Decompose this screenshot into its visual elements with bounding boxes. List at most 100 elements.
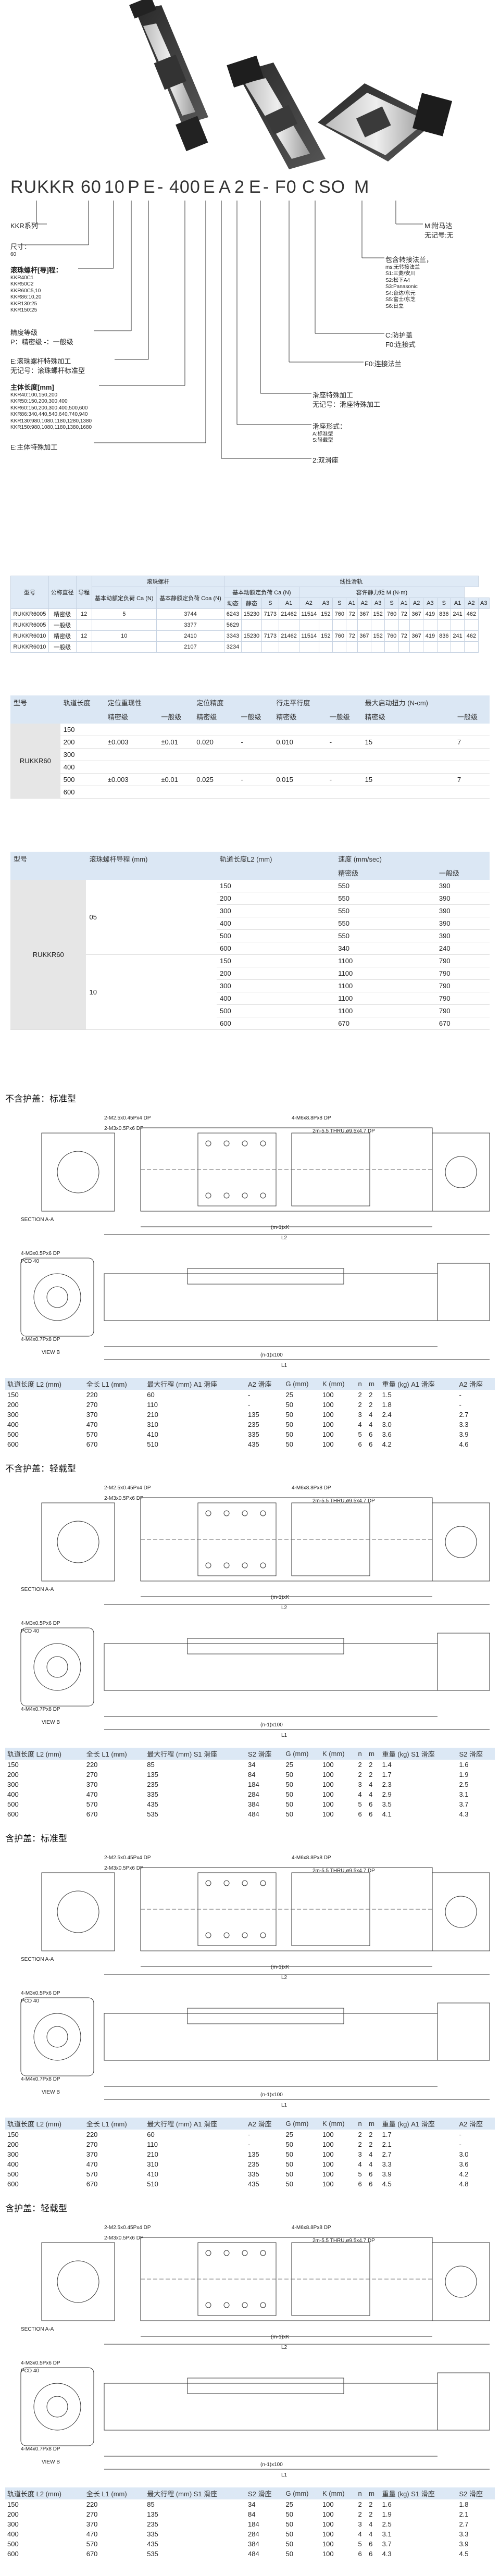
list-item: S3:Panasonic (385, 284, 418, 290)
table-cell: 270 (84, 1400, 145, 1410)
label-slide-special: 滑座特殊加工无记号：滑座特殊加工 (312, 391, 381, 408)
drawing-label: (n-1)x100 (260, 2462, 283, 2468)
subheader-cell (86, 866, 217, 880)
table-cell: 310 (145, 2159, 246, 2169)
length-cell: 150 (60, 724, 105, 736)
table-cell: 300 (5, 1779, 84, 1789)
table-cell: 241 (450, 608, 465, 620)
table-cell: 3.9 (457, 2539, 495, 2549)
table-cell: 400 (217, 992, 335, 1005)
header-cell (435, 852, 490, 866)
table-cell: 2.3 (380, 1779, 457, 1789)
header-cell: 定位精度 (193, 695, 238, 710)
header-cell: 轨道长度 L2 (mm) (5, 2487, 84, 2499)
list-item: KKR60:150,200,300,400,500,600 (10, 405, 88, 411)
table-cell: 6 (367, 1809, 380, 1819)
table-cell: - (245, 2130, 284, 2139)
header-cell: 最大启动扭力 (N-cm) (361, 695, 455, 710)
subheader-cell: A2 (298, 598, 319, 609)
subheader-cell: 静态 (241, 598, 262, 609)
drawing-label: PCD 40 (21, 1259, 40, 1264)
subheader-cell: A3 (318, 598, 333, 609)
table-cell: 235 (245, 1420, 284, 1429)
table-cell: 3343 (224, 630, 242, 642)
table-cell: 3.9 (380, 2169, 457, 2179)
table-cell (346, 641, 358, 653)
table-cell: - (457, 2139, 495, 2149)
table-cell: 300 (5, 2519, 84, 2529)
section-title: 含护盖：标准型 (5, 1834, 67, 1844)
label-slide-count: 2:双滑座 (312, 456, 339, 464)
table-cell: 4.3 (380, 2549, 457, 2559)
table-cell: - (245, 1390, 284, 1400)
drawing-label: L1 (281, 2472, 288, 2478)
table-cell: 50 (283, 2519, 320, 2529)
th-lead: 导程 (76, 576, 92, 609)
table-cell: 150 (5, 1390, 84, 1400)
table-cell: 3.3 (457, 2529, 495, 2539)
table-cell (104, 786, 158, 799)
header-cell: n (356, 2118, 367, 2130)
table-cell: 2.5 (457, 1779, 495, 1789)
table-cell: 3.6 (457, 2159, 495, 2169)
dimension-drawing (20, 1867, 490, 2100)
header-cell: K (mm) (320, 2487, 356, 2499)
model-cell: RUKKR60 (10, 724, 60, 799)
model-cell: RUKKR60 (10, 880, 86, 1030)
drawing-label: PCD 40 (21, 1998, 40, 2004)
table-cell (454, 786, 490, 799)
table-cell: 470 (84, 2529, 145, 2539)
table-cell: 100 (320, 2179, 356, 2189)
table-cell: 100 (320, 1390, 356, 1400)
section-title: 不含护盖：标准型 (5, 1094, 76, 1104)
table-cell: 100 (320, 2539, 356, 2549)
subheader-cell: A2 (409, 598, 424, 609)
table-cell: 4 (356, 2529, 367, 2539)
table-cell: 2 (356, 1400, 367, 1410)
table-cell: ±0.003 (104, 736, 158, 749)
table-cell: 200 (5, 1400, 84, 1410)
drawing-label: L2 (281, 1975, 288, 1981)
subheader-cell: 一般级 (326, 710, 362, 724)
table-cell: 410 (145, 2169, 246, 2179)
table-cell (326, 724, 362, 736)
table-cell: 0.010 (273, 736, 327, 749)
table-cell: 50 (283, 1799, 320, 1809)
header-cell: S2 滑座 (245, 2487, 284, 2499)
table-cell: 367 (357, 630, 372, 642)
table-cell: 50 (283, 2139, 320, 2149)
table-cell: 435 (145, 2539, 246, 2549)
drawing-label: L1 (281, 2102, 288, 2108)
list-item: KKR60C5,10 (10, 288, 41, 294)
table-cell: 3.0 (380, 1420, 457, 1429)
table-cell: 15230 (241, 630, 262, 642)
table-cell: 790 (435, 979, 490, 992)
subheader-cell: 精密级 (361, 710, 455, 724)
code-segment: A (219, 177, 231, 197)
table-cell: 435 (245, 1439, 284, 1449)
table-cell: 4.6 (457, 1439, 495, 1449)
table-cell: 184 (245, 1779, 284, 1789)
header-cell: 轨道长度 L2 (mm) (5, 1378, 84, 1390)
table-cell: - (238, 736, 273, 749)
table-cell: 0.020 (193, 736, 238, 749)
table-cell: 670 (84, 2179, 145, 2189)
table-cell (104, 748, 158, 761)
table-cell: 50 (283, 1809, 320, 1819)
table-cell: 535 (145, 1809, 246, 1819)
table-cell: 5 (356, 1429, 367, 1439)
table-cell: 670 (84, 1809, 145, 1819)
length-cell: 300 (60, 748, 105, 761)
drawing-label: VIEW B (42, 1720, 60, 1725)
table-cell: 6 (367, 2179, 380, 2189)
table-cell: 21462 (278, 608, 299, 620)
